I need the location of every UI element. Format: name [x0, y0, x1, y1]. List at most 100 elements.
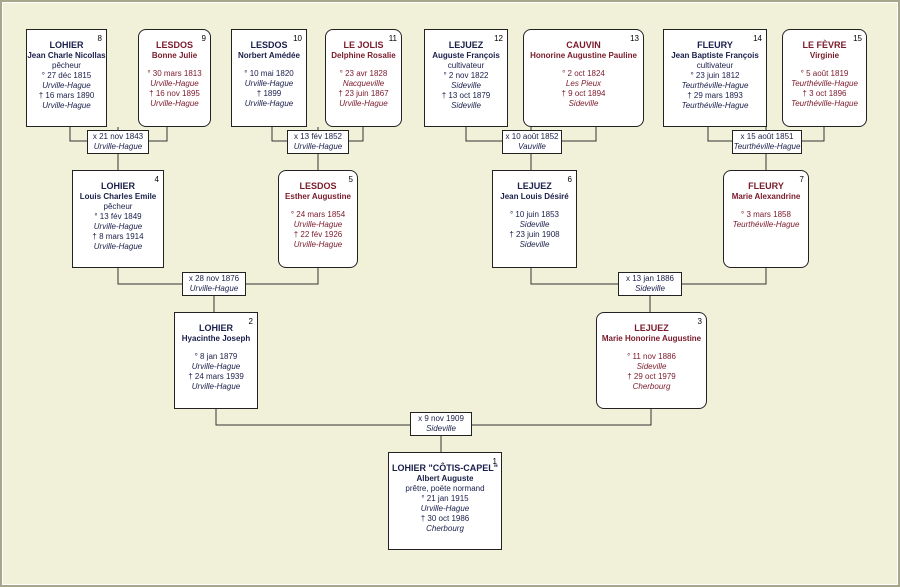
birth-date: ° 10 mai 1820 — [244, 69, 294, 78]
given-names: Esther Augustine — [285, 192, 351, 201]
surname: FLEURY — [748, 181, 784, 191]
marriage-place: Urville-Hague — [293, 142, 343, 151]
sosa-number: 15 — [853, 34, 862, 43]
sosa-number: 8 — [97, 34, 102, 43]
death-place: Teurthéville-Hague — [681, 101, 749, 110]
death-place: Sideville — [568, 99, 599, 108]
death-place: Cherbourg — [426, 524, 464, 533]
given-names: Auguste François — [432, 51, 500, 60]
person-5[interactable]: 5 LESDOS Esther Augustine ° 24 mars 1854… — [278, 170, 358, 268]
marriage-place: Sideville — [635, 284, 665, 293]
death-place: Urville-Hague — [339, 99, 388, 108]
birth-place: Teurthéville-Hague — [791, 79, 858, 88]
person-8[interactable]: 8 LOHIER Jean Charle Nicollas pêcheur ° … — [26, 29, 107, 127]
death-place: Urville-Hague — [150, 99, 199, 108]
birth-place: Teurthéville-Hague — [681, 81, 749, 90]
birth-place: Urville-Hague — [42, 81, 91, 90]
given-names: Albert Auguste — [416, 474, 474, 483]
marriage-8-9: x 21 nov 1843 Urville-Hague — [87, 130, 149, 154]
birth-date: ° 23 juin 1812 — [690, 71, 740, 80]
death-date: † 9 oct 1894 — [561, 89, 606, 98]
birth-date: ° 24 mars 1854 — [290, 210, 346, 219]
given-names: Virginie — [809, 51, 840, 60]
birth-place: Nacqueville — [342, 79, 385, 88]
marriage-date: x 9 nov 1909 — [418, 414, 464, 423]
given-names: Jean Louis Désiré — [500, 192, 569, 201]
sosa-number: 11 — [388, 34, 397, 43]
death-place: Urville-Hague — [293, 240, 343, 249]
birth-place: Urville-Hague — [150, 79, 199, 88]
marriage-date: x 13 fév 1852 — [293, 132, 343, 141]
death-place: Urville-Hague — [42, 101, 91, 110]
surname: LESDOS — [155, 40, 193, 50]
sosa-number: 9 — [201, 34, 206, 43]
marriage-2-3: x 9 nov 1909 Sideville — [410, 412, 472, 436]
given-names: Marie Honorine Augustine — [601, 334, 702, 343]
given-names: Delphine Rosalie — [331, 51, 396, 60]
given-names: Bonne Julie — [151, 51, 198, 60]
marriage-date: x 10 août 1852 — [505, 132, 559, 141]
sosa-number: 10 — [293, 34, 302, 43]
marriage-date: x 21 nov 1843 — [92, 132, 144, 141]
birth-place: Urville-Hague — [191, 362, 241, 371]
surname: FLEURY — [697, 40, 733, 50]
person-15[interactable]: 15 LE FÈVRE Virginie ° 5 août 1819 Teurt… — [782, 29, 867, 127]
birth-date: ° 2 nov 1822 — [443, 71, 489, 80]
birth-date: ° 2 oct 1824 — [562, 69, 605, 78]
death-date: † 24 mars 1939 — [188, 372, 244, 381]
death-place: Urville-Hague — [244, 99, 294, 108]
person-11[interactable]: 11 LE JOLIS Delphine Rosalie ° 23 avr 18… — [325, 29, 402, 127]
sosa-number: 13 — [630, 34, 639, 43]
occupation: prêtre, poëte normand — [405, 484, 485, 493]
sosa-number: 7 — [799, 175, 804, 184]
surname: LESDOS — [299, 181, 337, 191]
birth-place: Urville-Hague — [420, 504, 470, 513]
sosa-number: 14 — [753, 34, 762, 43]
person-14[interactable]: 14 FLEURY Jean Baptiste François cultiva… — [663, 29, 767, 127]
sosa-number: 6 — [567, 175, 572, 184]
death-date: † 22 fév 1926 — [293, 230, 343, 239]
surname: LESDOS — [250, 40, 288, 50]
person-13[interactable]: 13 CAUVIN Honorine Augustine Pauline ° 2… — [523, 29, 644, 127]
surname: CAUVIN — [566, 40, 601, 50]
birth-date: ° 10 juin 1853 — [509, 210, 559, 219]
person-4[interactable]: 4 LOHIER Louis Charles Emile pêcheur ° 1… — [72, 170, 164, 268]
marriage-14-15: x 15 août 1851 Teurthéville-Hague — [732, 130, 802, 154]
marriage-place: Vauville — [518, 142, 546, 151]
person-6[interactable]: 6 LEJUEZ Jean Louis Désiré ° 10 juin 185… — [492, 170, 577, 268]
death-date: † 3 oct 1896 — [802, 89, 847, 98]
given-names: Hyacinthe Joseph — [181, 334, 251, 343]
death-date: † 13 oct 1879 — [441, 91, 491, 100]
occupation: pêcheur — [103, 202, 133, 211]
person-2[interactable]: 2 LOHIER Hyacinthe Joseph ° 8 jan 1879 U… — [174, 312, 258, 409]
birth-date: ° 5 août 1819 — [800, 69, 849, 78]
birth-date: ° 21 jan 1915 — [421, 494, 469, 503]
death-date: † 30 oct 1986 — [420, 514, 470, 523]
occupation: cultivateur — [696, 61, 734, 70]
person-1[interactable]: 1 LOHIER "CÔTIS-CAPEL" Albert Auguste pr… — [388, 452, 502, 550]
marriage-date: x 15 août 1851 — [740, 132, 794, 141]
surname: LEJUEZ — [634, 323, 669, 333]
person-12[interactable]: 12 LEJUEZ Auguste François cultivateur °… — [424, 29, 508, 127]
death-place: Urville-Hague — [93, 242, 143, 251]
death-date: † 1899 — [256, 89, 282, 98]
person-9[interactable]: 9 LESDOS Bonne Julie ° 30 mars 1813 Urvi… — [138, 29, 211, 127]
surname: LOHIER — [49, 40, 84, 50]
birth-place: Urville-Hague — [93, 222, 143, 231]
surname: LE JOLIS — [343, 40, 384, 50]
marriage-12-13: x 10 août 1852 Vauville — [502, 130, 562, 154]
given-names: Jean Baptiste François — [671, 51, 759, 60]
person-10[interactable]: 10 LESDOS Norbert Amédée ° 10 mai 1820 U… — [231, 29, 307, 127]
death-date: † 23 juin 1908 — [509, 230, 560, 239]
person-3[interactable]: 3 LEJUEZ Marie Honorine Augustine ° 11 n… — [596, 312, 707, 409]
sosa-number: 3 — [697, 317, 702, 326]
birth-date: ° 23 avr 1828 — [339, 69, 388, 78]
birth-place: Teurthéville-Hague — [732, 220, 800, 229]
person-7[interactable]: 7 FLEURY Marie Alexandrine ° 3 mars 1858… — [723, 170, 809, 268]
death-date: † 29 mars 1893 — [687, 91, 743, 100]
given-names: Jean Charle Nicollas — [27, 51, 106, 60]
birth-date: ° 3 mars 1858 — [741, 210, 791, 219]
death-place: Teurthéville-Hague — [791, 99, 858, 108]
marriage-date: x 13 jan 1886 — [625, 274, 675, 283]
surname: LOHIER — [198, 323, 233, 333]
